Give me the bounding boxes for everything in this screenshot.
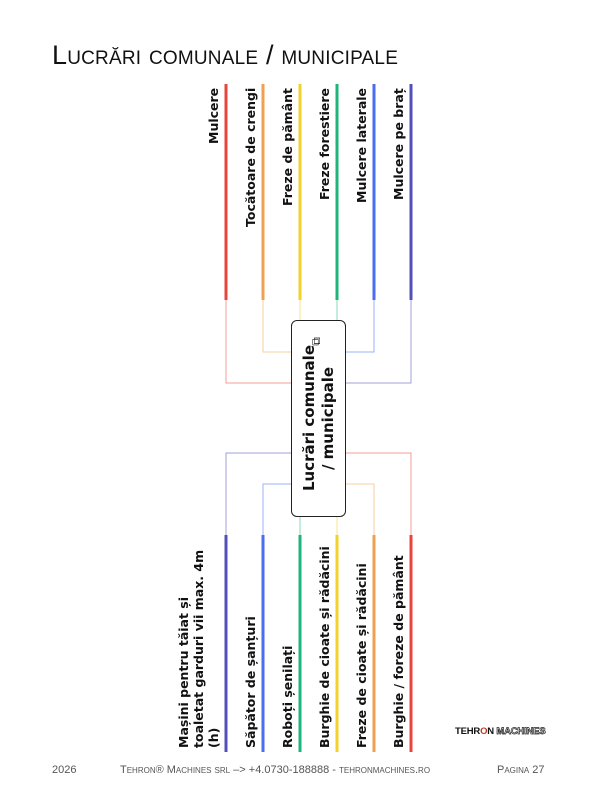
branch-label-bottom[interactable]: Burghie de cioate și rădăcini: [317, 546, 332, 748]
footer-year: 2026: [52, 764, 77, 776]
branch-label-top[interactable]: Freze forestiere: [317, 88, 332, 200]
branch-connector: [346, 483, 375, 535]
central-node[interactable]: ⧉ Lucrări comunale / municipale: [291, 320, 346, 517]
branch-connector: [225, 452, 291, 535]
branch-connector: [262, 300, 291, 353]
branch-connector: [346, 300, 375, 353]
footer-page-number: Pagina 27: [497, 764, 545, 776]
branch-connector: [225, 300, 291, 384]
tehron-logo: TEHRON MACHINES: [455, 726, 546, 738]
branch-connector: [346, 452, 412, 535]
branch-label-top[interactable]: Freze de pământ: [280, 88, 295, 206]
branch-label-top[interactable]: Mulcere: [206, 88, 221, 145]
branch-label-bottom[interactable]: Burghie / foreze de pământ: [391, 555, 406, 748]
branch-label-top[interactable]: Mulcere pe braț: [391, 88, 406, 200]
branch-label-top[interactable]: Mulcere laterale: [354, 88, 369, 204]
branch-connector: [346, 300, 412, 384]
branch-label-bottom[interactable]: Freze de cioate și rădăcini: [354, 563, 369, 748]
branch-connector: [262, 483, 291, 535]
branch-label-top[interactable]: Tocătoare de crengi: [243, 88, 258, 228]
central-node-label: Lucrări comunale / municipale: [299, 345, 337, 492]
footer-company: Tehron® Machines srl –> +4.0730-188888 -…: [120, 764, 431, 776]
branch-label-bottom[interactable]: Roboți șenilați: [280, 645, 295, 748]
branch-label-bottom[interactable]: Săpător de șanțuri: [243, 616, 258, 748]
branch-label-bottom[interactable]: Mașini pentru tăiat și toaletat garduri …: [176, 549, 221, 748]
page-title: Lucrări comunale / municipale: [52, 40, 399, 70]
